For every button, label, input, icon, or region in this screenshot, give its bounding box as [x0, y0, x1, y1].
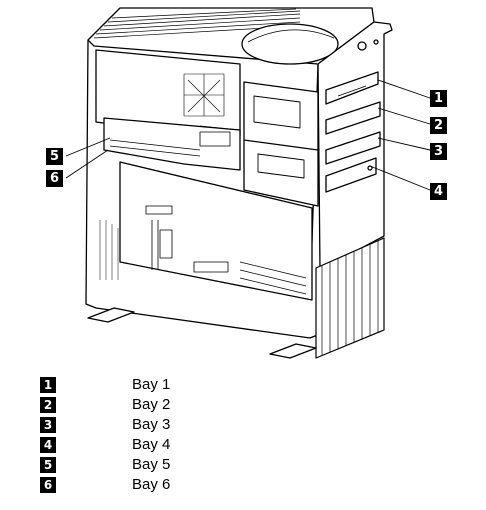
front-panel	[317, 21, 393, 271]
callout-1: 1	[430, 90, 447, 107]
callout-leader-lines	[65, 79, 431, 191]
front-foot-right	[269, 343, 317, 359]
drive-cage	[243, 81, 319, 207]
legend-number-badge: 1	[40, 377, 56, 393]
handle-oval	[241, 23, 339, 65]
bay-1-opening	[325, 71, 379, 105]
indicator-light-icon	[373, 39, 379, 45]
legend-row: 5 Bay 5	[40, 456, 340, 476]
legend-label: Bay 3	[132, 416, 171, 433]
legend-label: Bay 6	[132, 476, 171, 493]
callout-5: 5	[46, 148, 63, 165]
legend-number-badge: 6	[40, 477, 56, 493]
chassis-left-edge	[85, 39, 97, 309]
front-vent-grille	[315, 237, 385, 359]
callout-3: 3	[430, 143, 447, 160]
callout-6: 6	[46, 170, 63, 187]
side-vent-pattern	[99, 220, 119, 280]
bay-3-opening	[325, 131, 381, 165]
legend-label: Bay 4	[132, 436, 171, 453]
motherboard	[119, 161, 313, 301]
bay-legend: 1 Bay 1 2 Bay 2 3 Bay 3 4 Bay 4 5 Bay 5 …	[40, 376, 340, 496]
legend-label: Bay 5	[132, 456, 171, 473]
legend-number-badge: 5	[40, 457, 56, 473]
legend-row: 3 Bay 3	[40, 416, 340, 436]
front-foot-left	[87, 307, 135, 323]
legend-number-badge: 2	[40, 397, 56, 413]
legend-row: 2 Bay 2	[40, 396, 340, 416]
legend-row: 6 Bay 6	[40, 476, 340, 496]
callout-2: 2	[430, 117, 447, 134]
bay-4-opening	[325, 157, 377, 193]
legend-label: Bay 2	[132, 396, 171, 413]
callout-4: 4	[430, 183, 447, 200]
legend-number-badge: 3	[40, 417, 56, 433]
legend-row: 1 Bay 1	[40, 376, 340, 396]
legend-row: 4 Bay 4	[40, 436, 340, 456]
legend-label: Bay 1	[132, 376, 171, 393]
bay-2-opening	[325, 101, 381, 135]
power-button-icon	[357, 41, 367, 51]
chassis-illustration	[65, 7, 431, 359]
legend-number-badge: 4	[40, 437, 56, 453]
computer-chassis-diagram: 1 2 3 4 5 6	[46, 7, 447, 359]
